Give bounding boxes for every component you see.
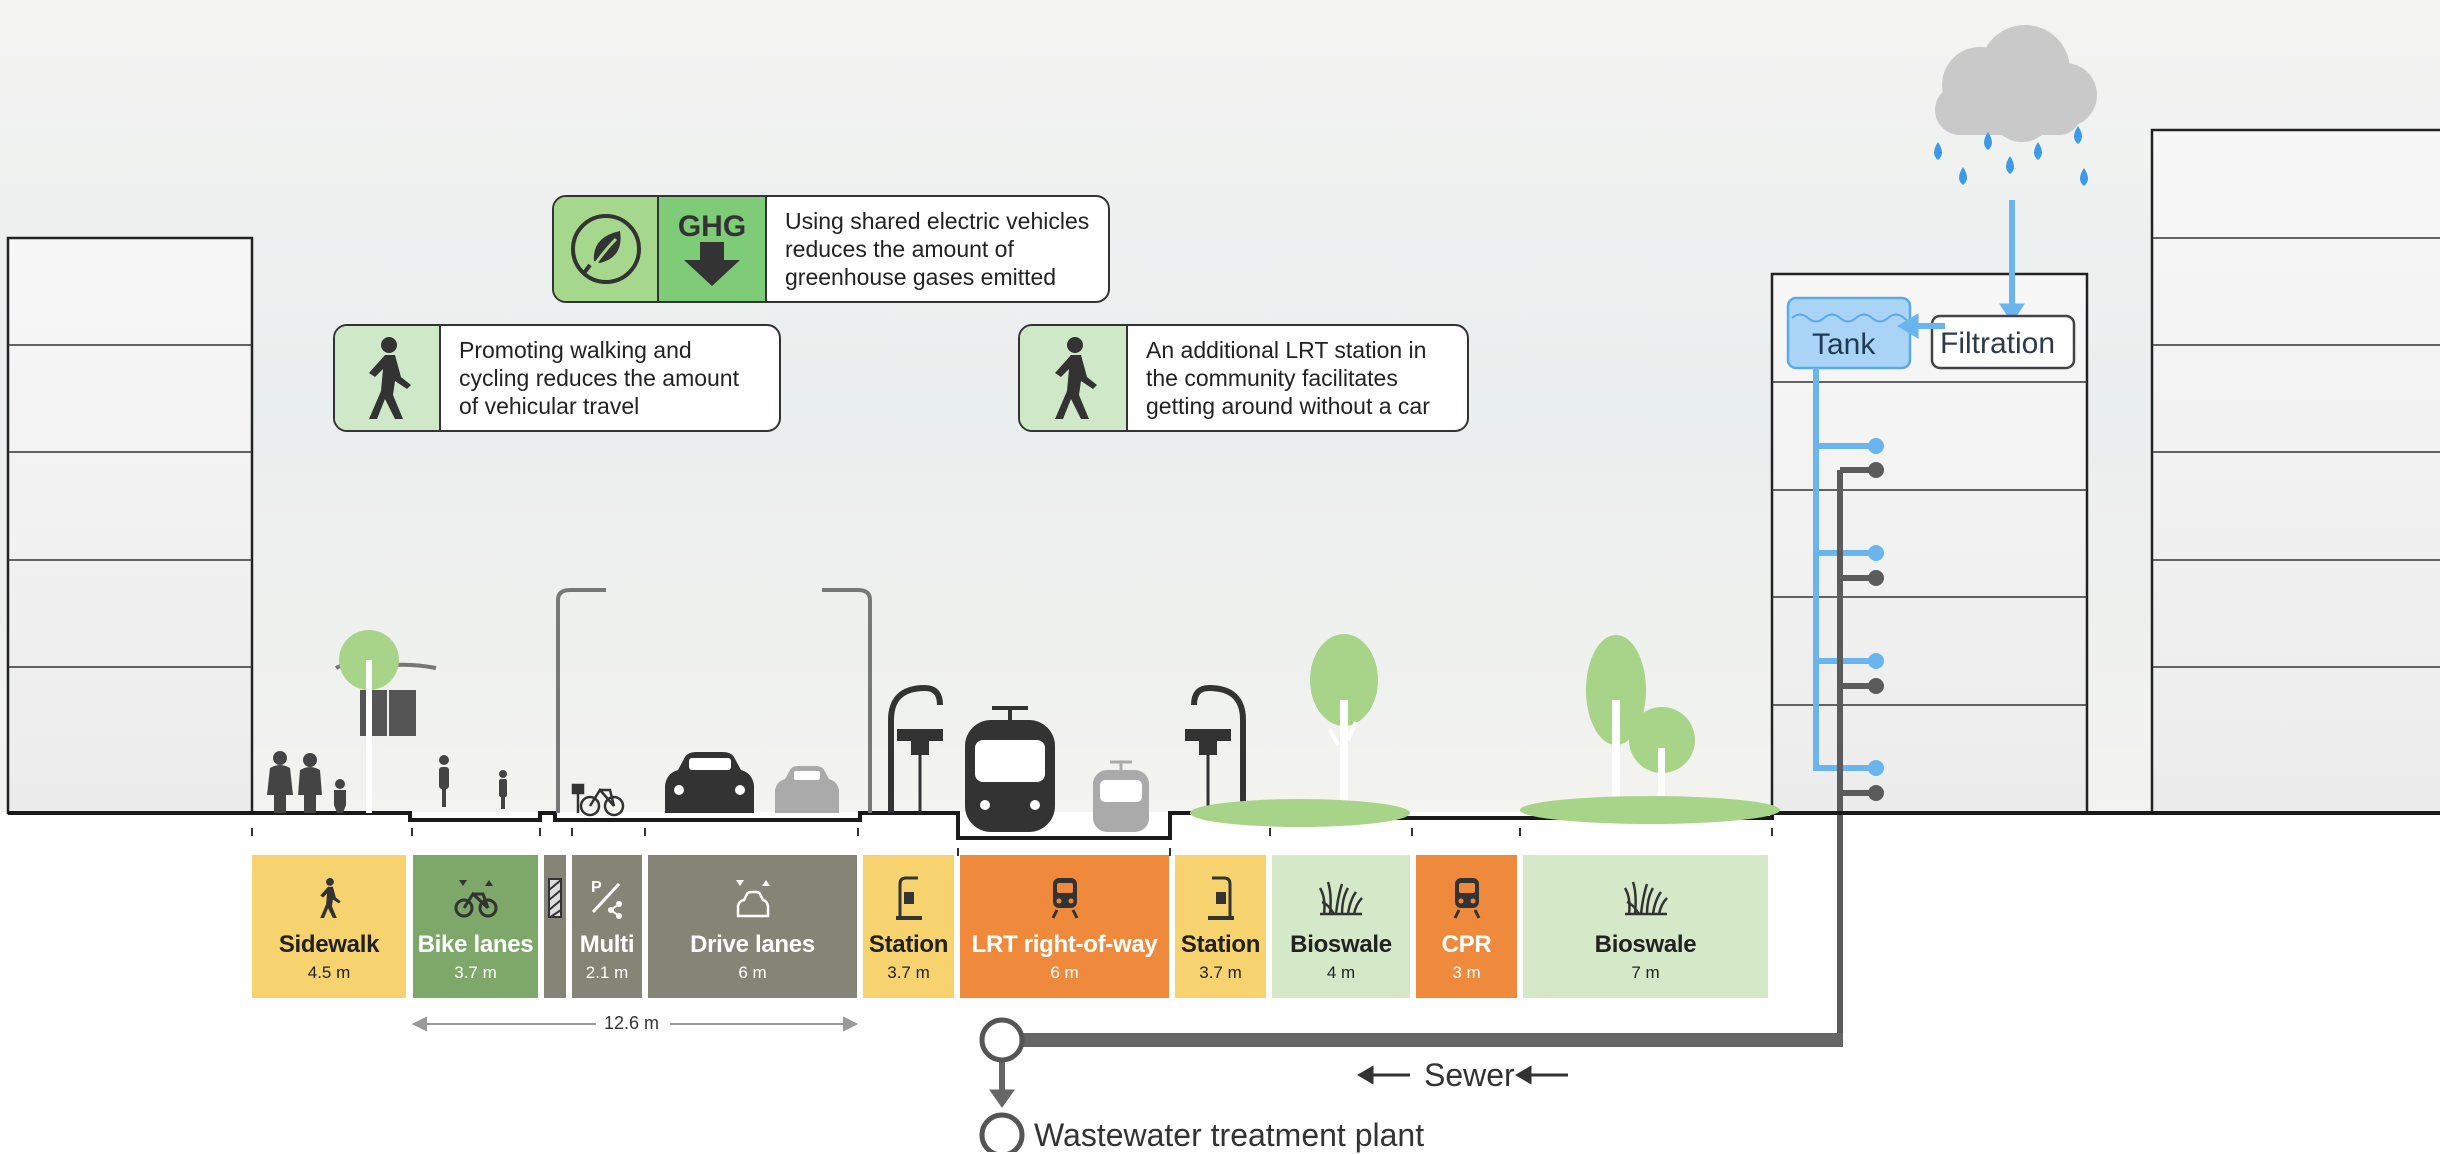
walking-callout-text: Promoting walking and cycling reduces th…: [441, 336, 757, 420]
station-icon: [894, 875, 924, 921]
pedestrians: [267, 751, 346, 813]
lrt-line-3: getting around without a car: [1146, 393, 1430, 419]
down-arrow-icon: GHG: [659, 197, 767, 301]
treatment-plant-node: [979, 1112, 1025, 1152]
ghg-callout-text: Using shared electric vehicles reduces t…: [767, 207, 1107, 291]
parking-share-icon: P: [589, 875, 625, 921]
lrt-callout-text: An additional LRT station in the communi…: [1128, 336, 1448, 420]
segment-width: 4 m: [1326, 963, 1356, 982]
segment-name: Bioswale: [1594, 931, 1697, 958]
segment-width: 6 m: [1050, 963, 1079, 982]
station-icon: [1206, 875, 1236, 921]
station-shelter-left: [888, 684, 943, 813]
train-icon: [1451, 875, 1483, 921]
grass-icon: [1621, 875, 1671, 921]
raindrops: [1934, 126, 2088, 186]
sewer-label: Sewer: [1424, 1057, 1515, 1093]
trees: [339, 630, 1780, 827]
segment-sidewalk: Sidewalk 4.5 m: [252, 855, 406, 998]
cyclist: [439, 755, 449, 807]
left-building: [6, 236, 254, 815]
leaf-plug-icon: [554, 197, 659, 301]
tank-waves: [1791, 313, 1913, 323]
right-far-building: [2150, 128, 2440, 815]
svg-text:P: P: [591, 879, 602, 896]
segment-width: 3.7 m: [887, 963, 930, 982]
segment-drive-lanes: Drive lanes 6 m: [648, 855, 857, 998]
walking-line-1: Promoting walking and: [459, 337, 692, 363]
segment-cpr: CPR 3 m: [1416, 855, 1517, 998]
treatment-plant-label: Wastewater treatment plant: [1034, 1117, 1425, 1153]
ghg-line-2: reduces the amount of: [785, 236, 1014, 262]
greywater-pipes: [1813, 368, 1876, 771]
segment-width: 3.7 m: [1199, 963, 1242, 982]
walking-line-2: cycling reduces the amount: [459, 365, 739, 391]
segment-width: 3.7 m: [454, 963, 497, 982]
segment-station-left: Station 3.7 m: [863, 855, 954, 998]
bicycle-icon: [451, 875, 501, 921]
pedestrian-icon: [1020, 326, 1128, 430]
segment-name: Station: [1180, 931, 1261, 958]
segment-name: Bike lanes: [417, 931, 534, 958]
lrt-train-front: [965, 706, 1055, 832]
segment-width: 4.5 m: [307, 963, 351, 982]
segment-bioswale-2: Bioswale 7 m: [1523, 855, 1768, 998]
sewer-pipe-ends: [1868, 462, 1884, 801]
segment-width: 2.1 m: [585, 963, 629, 982]
sewer-flow-arrows: [1357, 1065, 1568, 1085]
walker-small: [499, 770, 507, 809]
station-shelter-right: [1185, 684, 1246, 813]
segment-lrt: LRT right-of-way 6 m: [960, 855, 1169, 998]
segment-width: 6 m: [738, 963, 767, 982]
segment-width: 3 m: [1452, 963, 1481, 982]
ghg-line-1: Using shared electric vehicles: [785, 208, 1090, 234]
filtration-to-tank-arrow: [1897, 313, 1945, 339]
pedestrian-icon: [335, 326, 441, 430]
section-ticks: [251, 828, 1773, 856]
segment-name: Station: [868, 931, 949, 958]
pedestrian-icon: [314, 875, 344, 921]
ghg-badge: GHG: [677, 210, 747, 243]
car-front: [665, 752, 754, 813]
walking-line-3: of vehicular travel: [459, 393, 640, 419]
segment-width: 7 m: [1631, 963, 1660, 982]
segment-multi: P Multi 2.1 m: [572, 855, 642, 998]
segment-station-right: Station 3.7 m: [1175, 855, 1266, 998]
segment-name: Drive lanes: [690, 931, 815, 958]
car-back: [775, 766, 839, 813]
sewer-junction-node: [979, 1017, 1025, 1063]
ghg-callout: GHG Using shared electric vehicles reduc…: [552, 195, 1110, 303]
greywater-pipe-ends: [1868, 438, 1884, 776]
ghg-line-3: greenhouse gases emitted: [785, 264, 1057, 290]
dimension-label: 12.6 m: [604, 1013, 660, 1033]
filtration-label: Filtration: [1940, 327, 2056, 360]
parked-bicycle-icon: [571, 783, 625, 817]
lrt-line-2: the community facilitates: [1146, 365, 1398, 391]
buffer-hatch-icon: [548, 875, 562, 921]
segment-name: Sidewalk: [278, 931, 380, 958]
segment-name: Bioswale: [1290, 931, 1392, 958]
filtration-box: [1930, 314, 2076, 370]
segment-name: LRT right-of-way: [971, 931, 1158, 958]
grass-icon: [1316, 875, 1366, 921]
train-icon: [1049, 875, 1081, 921]
lrt-line-1: An additional LRT station in: [1146, 337, 1427, 363]
walking-callout: Promoting walking and cycling reduces th…: [333, 324, 781, 432]
segment-buffer: [544, 855, 566, 998]
rain-cloud-icon: [1935, 25, 2097, 142]
segment-bioswale-1: Bioswale 4 m: [1272, 855, 1410, 998]
rainwater-flow-arrow: [1999, 200, 2025, 323]
segment-name: CPR: [1441, 931, 1492, 958]
segment-bike-lanes: Bike lanes 3.7 m: [413, 855, 538, 998]
lrt-callout: An additional LRT station in the communi…: [1018, 324, 1469, 432]
lrt-train-back: [1093, 760, 1149, 832]
tank-label: Tank: [1812, 328, 1876, 361]
segment-name: Multi: [579, 931, 635, 958]
dimension-line: [411, 1016, 859, 1032]
car-icon: [728, 875, 778, 921]
